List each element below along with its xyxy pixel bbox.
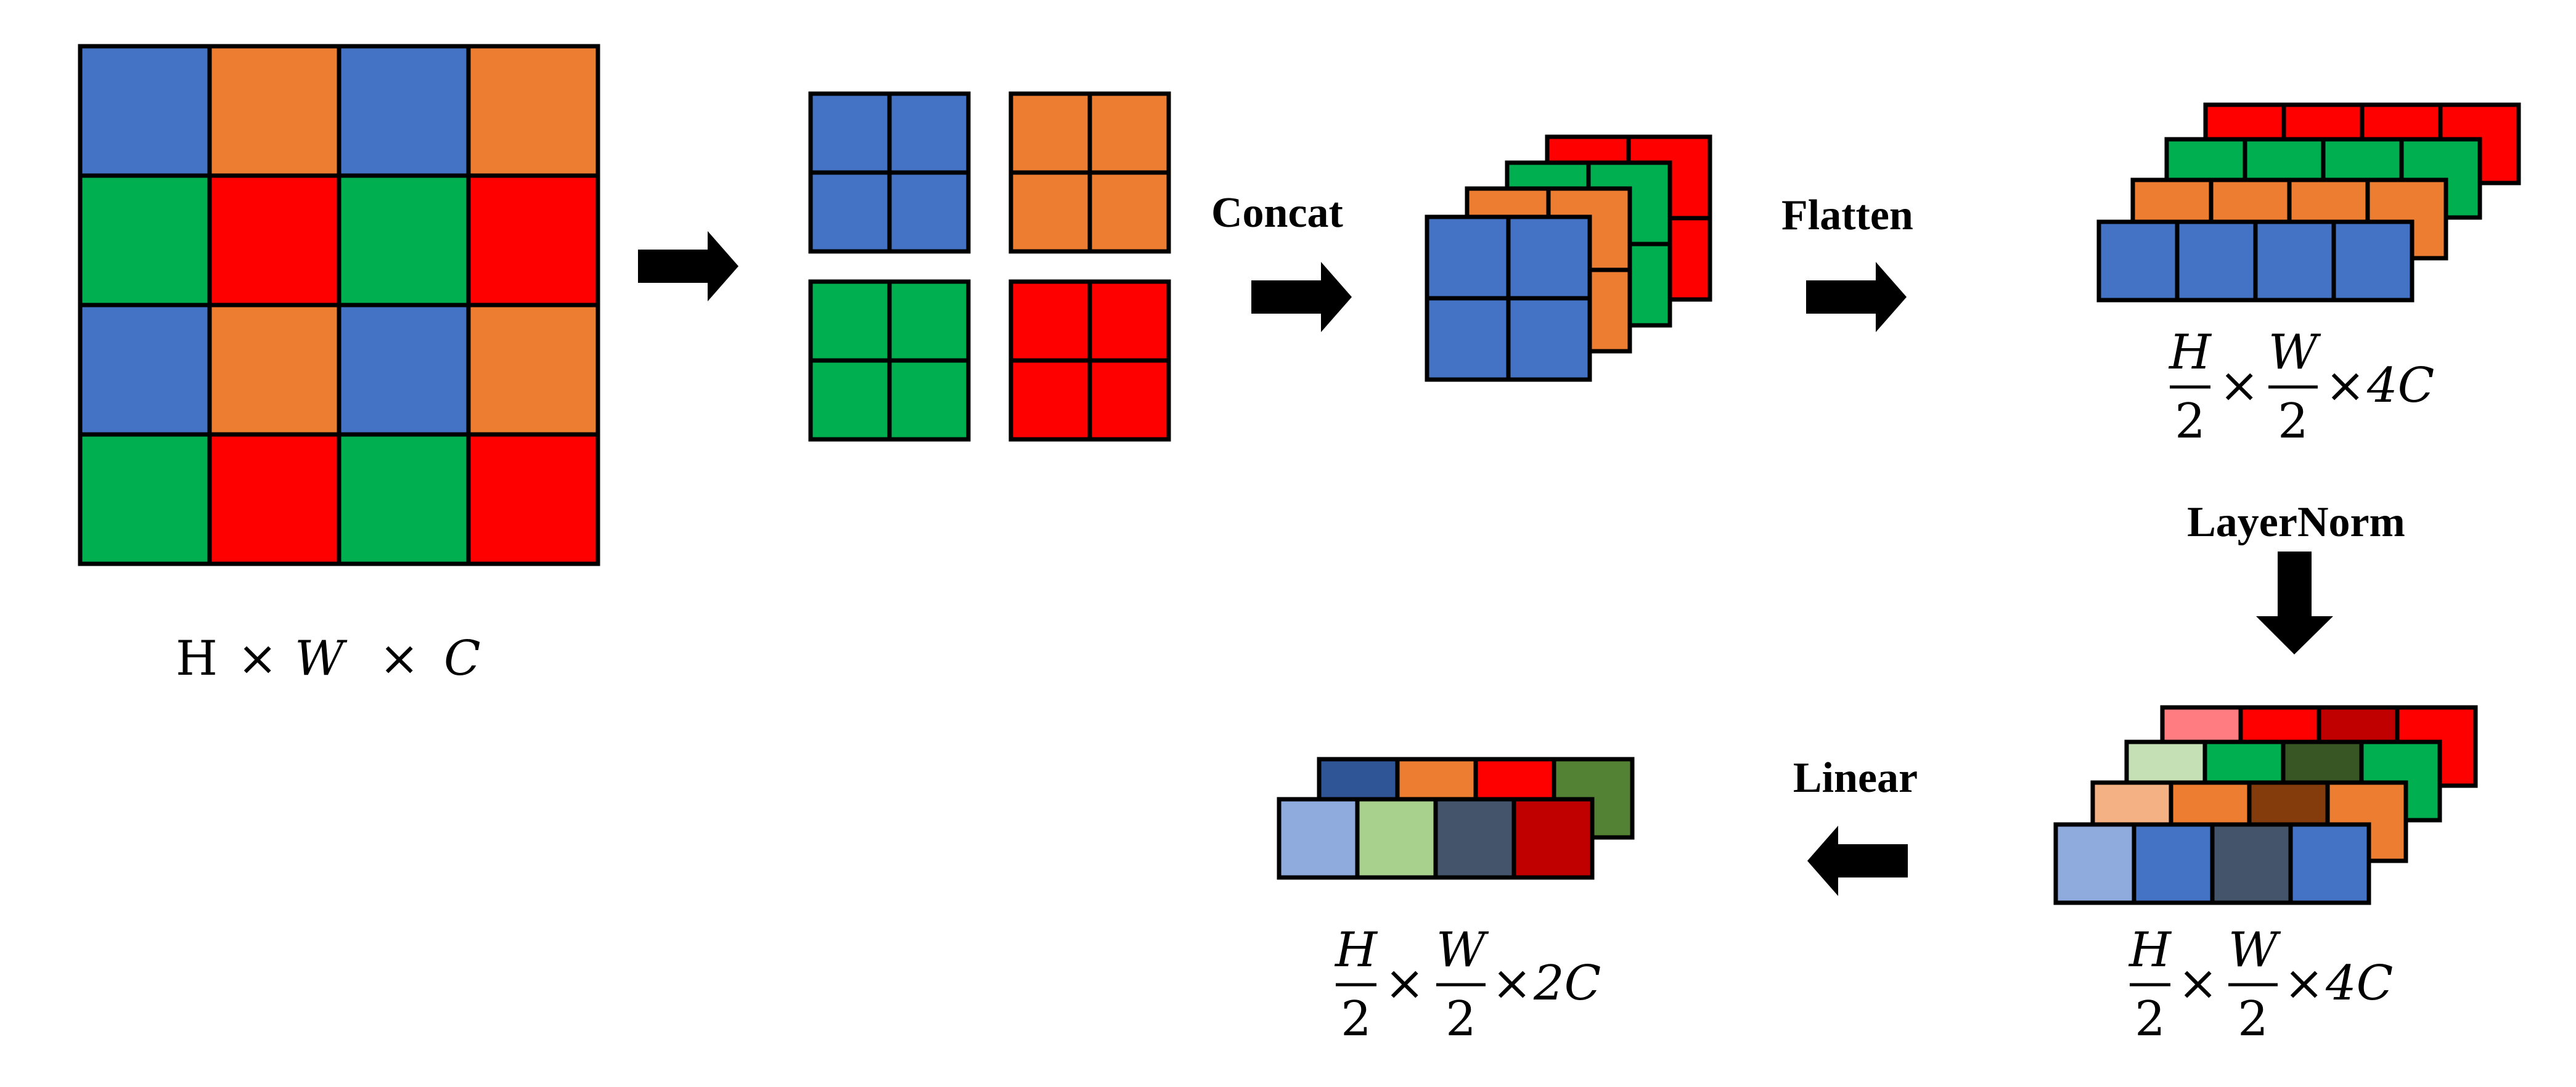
layernorm-label: LayerNorm	[2187, 499, 2405, 546]
flatten-cell-blue	[2175, 219, 2258, 303]
linear-dim-den1: 2	[1341, 991, 1372, 1047]
input-cell-blue	[337, 44, 471, 178]
linear-dim-num1: H	[1334, 922, 1378, 978]
input-cell-orange	[207, 44, 341, 178]
input-cell-green	[337, 173, 471, 307]
patch-cell-blue	[887, 91, 971, 175]
layernorm-dim-times-2: ×	[2284, 956, 2324, 1011]
input-dim-times-1: ×	[237, 631, 277, 686]
concat-cell-blue	[1506, 296, 1592, 382]
flatten-dimension-label: H 2 × W 2 × 4C	[2168, 325, 2434, 449]
linear-cell-front	[1433, 797, 1516, 880]
flatten-dim-times-2: ×	[2325, 358, 2365, 413]
patch-groups	[808, 91, 1171, 442]
input-cell-blue	[78, 44, 212, 178]
input-dim-times-2: ×	[379, 631, 419, 686]
flatten-dim-den1: 2	[2175, 394, 2206, 449]
arrow-down-icon	[2256, 552, 2333, 654]
patch-cell-blue	[808, 91, 892, 175]
input-cell-red	[207, 432, 341, 566]
flatten-dim-num2: W	[2268, 325, 2321, 380]
input-cell-red	[207, 173, 341, 307]
layernorm-stack	[2053, 705, 2478, 905]
concat-stack	[1425, 134, 1712, 382]
patch-cell-orange	[1008, 170, 1092, 254]
input-cell-red	[466, 173, 600, 307]
flatten-stack	[2096, 102, 2521, 303]
patch-cell-red	[1008, 358, 1092, 442]
layernorm-dim-num2: W	[2228, 922, 2281, 978]
patch-cell-blue	[887, 170, 971, 254]
concat-cell-blue	[1425, 296, 1511, 382]
input-cell-red	[466, 432, 600, 566]
layernorm-dim-times-1: ×	[2178, 956, 2218, 1011]
input-dim-w: W	[295, 631, 348, 686]
flatten-dim-den2: 2	[2278, 394, 2308, 449]
input-dim-c: C	[444, 631, 481, 686]
layernorm-dim-den1: 2	[2135, 991, 2165, 1047]
linear-stack	[1277, 757, 1635, 880]
input-dim-h: H	[176, 631, 218, 686]
input-cell-orange	[466, 44, 600, 178]
layernorm-cell-blue	[2132, 822, 2215, 905]
linear-cell-front	[1277, 797, 1360, 880]
arrow-left-icon	[1807, 826, 1908, 896]
layernorm-cell-blue	[2288, 822, 2371, 905]
linear-dim-times-1: ×	[1384, 956, 1425, 1011]
linear-dim-tail: 2C	[1533, 956, 1601, 1011]
patch-cell-green	[887, 358, 971, 442]
input-cell-blue	[337, 303, 471, 437]
flatten-dim-tail: 4C	[2366, 358, 2434, 413]
patch-cell-orange	[1087, 91, 1171, 175]
linear-dim-times-2: ×	[1492, 956, 1532, 1011]
linear-label: Linear	[1793, 754, 1918, 802]
patch-cell-green	[808, 358, 892, 442]
concat-cell-blue	[1506, 214, 1592, 301]
patch-cell-green	[808, 279, 892, 363]
input-dimension-label: H × W × C	[176, 631, 481, 686]
input-cell-blue	[78, 303, 212, 437]
flatten-dim-num1: H	[2168, 325, 2212, 380]
concat-label: Concat	[1211, 189, 1343, 237]
flatten-cell-blue	[2096, 219, 2180, 303]
patch-cell-blue	[808, 170, 892, 254]
linear-dim-den2: 2	[1445, 991, 1476, 1047]
layernorm-dim-tail: 4C	[2325, 956, 2393, 1011]
concat-cell-blue	[1425, 214, 1511, 301]
input-feature-grid	[78, 44, 600, 566]
patch-cell-red	[1008, 279, 1092, 363]
layernorm-dim-den2: 2	[2238, 991, 2268, 1047]
layernorm-cell-blue	[2053, 822, 2136, 905]
flatten-cell-blue	[2331, 219, 2414, 303]
patch-cell-orange	[1087, 170, 1171, 254]
input-cell-green	[337, 432, 471, 566]
linear-dimension-label: H 2 × W 2 × 2C	[1334, 922, 1601, 1047]
layernorm-dim-num1: H	[2128, 922, 2172, 978]
layernorm-cell-blue	[2210, 822, 2293, 905]
arrow-right-icon	[638, 231, 738, 301]
input-cell-green	[78, 173, 212, 307]
arrow-right-icon	[1251, 262, 1352, 332]
patch-cell-red	[1087, 279, 1171, 363]
flatten-label: Flatten	[1781, 192, 1913, 239]
arrow-right-icon	[1806, 262, 1907, 332]
linear-dim-num2: W	[1436, 922, 1489, 978]
patch-cell-orange	[1008, 91, 1092, 175]
patch-cell-red	[1087, 358, 1171, 442]
patch-cell-green	[887, 279, 971, 363]
flatten-dim-times-1: ×	[2219, 358, 2259, 413]
linear-cell-front	[1511, 797, 1595, 880]
input-cell-orange	[466, 303, 600, 437]
input-cell-orange	[207, 303, 341, 437]
input-cell-green	[78, 432, 212, 566]
layernorm-dimension-label: H 2 × W 2 × 4C	[2128, 922, 2393, 1047]
flatten-cell-blue	[2253, 219, 2336, 303]
linear-cell-front	[1355, 797, 1438, 880]
